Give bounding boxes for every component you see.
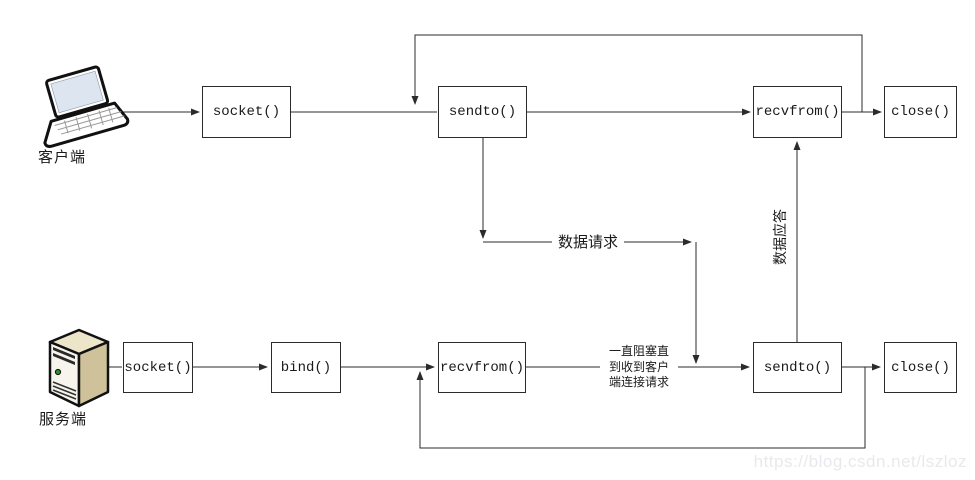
node-client-recvfrom: recvfrom() xyxy=(753,86,842,138)
edge-server-loop-back xyxy=(416,367,866,449)
server-device-label: 服务端 xyxy=(39,410,88,428)
edge-client-loop-back xyxy=(411,34,863,112)
node-server-sendto: sendto() xyxy=(753,342,842,393)
node-client-close: close() xyxy=(884,86,957,138)
label-data-request: 数据请求 xyxy=(552,233,624,251)
label-blocking-note: 一直阻塞直 到收到客户 端连接请求 xyxy=(600,344,678,391)
client-device-label: 客户端 xyxy=(38,148,87,166)
node-client-sendto: sendto() xyxy=(438,86,527,138)
node-server-recvfrom: recvfrom() xyxy=(438,342,526,393)
node-server-bind: bind() xyxy=(271,342,341,393)
server-icon xyxy=(48,328,110,408)
laptop-icon xyxy=(43,65,130,148)
node-server-socket: socket() xyxy=(123,342,193,393)
label-data-response: 数据应答 xyxy=(773,205,789,269)
node-client-socket: socket() xyxy=(202,86,291,138)
watermark-url: https://blog.csdn.net/lszloz xyxy=(753,452,967,471)
node-server-close: close() xyxy=(884,342,957,393)
